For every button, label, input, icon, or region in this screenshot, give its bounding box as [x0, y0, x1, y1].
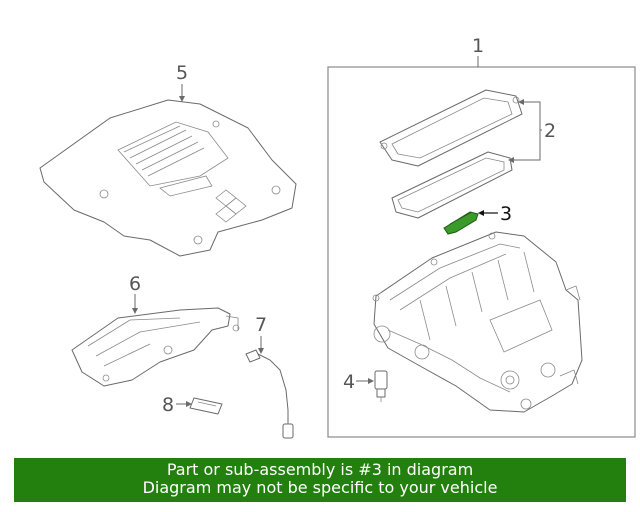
heat-shield-part[interactable]: [71, 307, 240, 387]
assembly-frame: [327, 66, 636, 438]
gasket-part[interactable]: [379, 89, 523, 219]
banner-line-2: Diagram may not be specific to your vehi…: [142, 478, 498, 497]
callout-3[interactable]: 3: [500, 203, 512, 225]
leader-arrowhead-4: [368, 378, 374, 384]
leader-arrowhead-8: [186, 401, 192, 407]
parts-diagram: 1 5 2 3: [39, 35, 636, 439]
leader-arrowhead-5: [179, 96, 185, 102]
leader-arrowhead-2a: [518, 99, 524, 105]
callout-5[interactable]: 5: [176, 62, 188, 84]
label-pad-part[interactable]: [189, 397, 223, 415]
sensor-part[interactable]: [374, 370, 388, 402]
callout-8[interactable]: 8: [162, 394, 174, 416]
leader-line-2: [512, 101, 542, 161]
leader-arrowhead-2b: [508, 157, 514, 163]
wire-lead-part[interactable]: [245, 349, 294, 439]
part-notice-banner: Part or sub-assembly is #3 in diagram Di…: [14, 458, 626, 502]
leader-arrowhead-7: [258, 348, 264, 354]
leader-arrowhead-6: [132, 308, 138, 314]
banner-line-1: Part or sub-assembly is #3 in diagram: [166, 460, 474, 479]
callout-2[interactable]: 2: [544, 120, 556, 142]
leader-arrowhead-3: [478, 210, 484, 216]
intake-manifold-part[interactable]: [372, 231, 583, 413]
engine-cover-part[interactable]: [39, 99, 297, 257]
highlighted-bracket-part[interactable]: [443, 211, 479, 235]
callout-1[interactable]: 1: [472, 35, 484, 57]
callout-4[interactable]: 4: [343, 371, 355, 393]
callout-6[interactable]: 6: [129, 273, 141, 295]
callout-7[interactable]: 7: [255, 314, 267, 336]
